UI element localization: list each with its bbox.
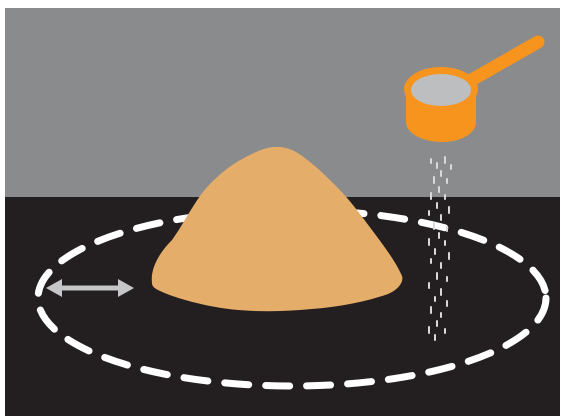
sand-grain: [440, 312, 442, 318]
sand-grain: [444, 328, 446, 334]
sand-grain: [428, 326, 430, 334]
sand-grain: [434, 296, 436, 302]
sand-grain: [446, 226, 448, 232]
sand-grain: [428, 282, 430, 289]
sand-grain: [444, 194, 446, 200]
sand-grain: [438, 186, 440, 193]
sand-grain: [428, 210, 430, 216]
sand-grain: [446, 300, 448, 307]
sand-grain: [444, 156, 446, 164]
sand-grain: [438, 232, 440, 239]
sand-grain: [446, 178, 448, 184]
sand-grain: [433, 222, 435, 230]
sand-grain: [434, 248, 436, 255]
sand-grain: [430, 158, 432, 164]
sand-grain: [440, 170, 442, 177]
sand-grain: [448, 206, 450, 214]
sand-grain: [433, 176, 435, 184]
sand-grain: [436, 272, 438, 280]
sand-grain: [430, 258, 432, 264]
sand-grain: [436, 320, 438, 327]
sand-grain: [430, 306, 432, 314]
sand-grain: [444, 240, 446, 246]
sand-grain: [440, 262, 442, 269]
sand-grain: [440, 214, 442, 221]
sand-grain: [440, 288, 442, 296]
sand-grain: [448, 252, 450, 260]
sand-grain: [446, 276, 448, 282]
sand-grain: [428, 238, 430, 246]
sand-grain: [434, 334, 436, 341]
sand-grain: [436, 162, 438, 169]
sand-grain: [436, 202, 438, 209]
sand-grain: [430, 192, 432, 200]
sand-grain: [450, 164, 452, 170]
cup-contents: [411, 74, 471, 106]
